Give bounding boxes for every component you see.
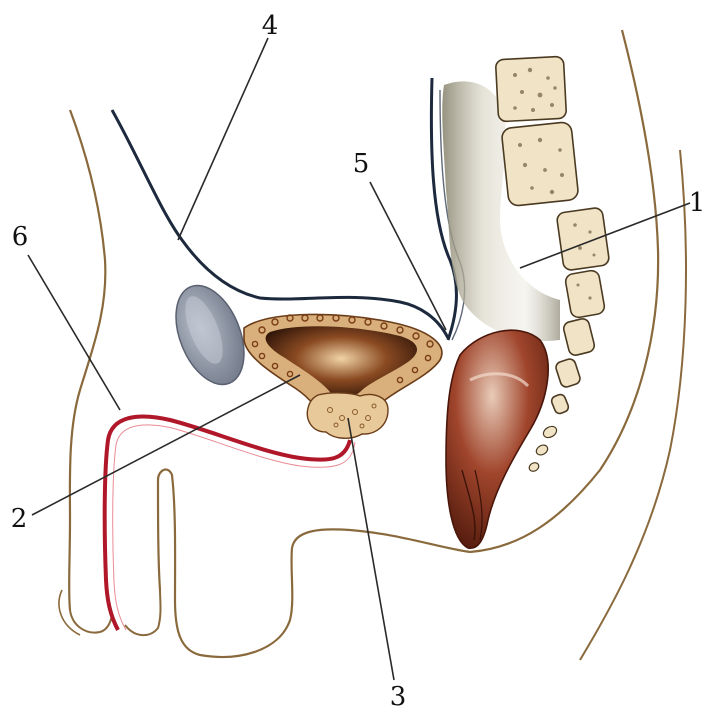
callout-6: 6 xyxy=(12,222,29,252)
callout-4: 4 xyxy=(262,11,279,41)
callout-1: 1 xyxy=(689,188,706,218)
callout-2: 2 xyxy=(11,504,28,534)
callout-5: 5 xyxy=(353,149,370,179)
urinary-bladder xyxy=(244,314,442,438)
peritoneum xyxy=(112,78,465,340)
leader-line-4 xyxy=(178,38,268,240)
callout-3: 3 xyxy=(390,682,407,712)
leader-line-2 xyxy=(32,375,300,515)
rectum xyxy=(446,330,548,548)
urethra xyxy=(105,417,355,630)
leader-line-3 xyxy=(348,418,394,680)
